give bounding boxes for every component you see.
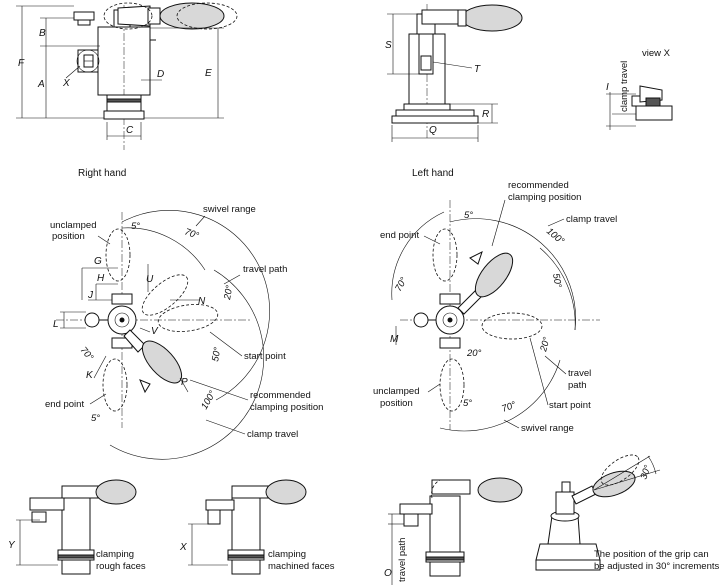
left-recommended-2: clamping position xyxy=(508,192,581,203)
travel-path-vertical-label: travel path xyxy=(397,538,408,582)
dim-F: F xyxy=(18,58,25,69)
left-angle-100: 100° xyxy=(544,226,566,247)
dim-P: P xyxy=(181,377,188,388)
left-angle-20-bottom: 20° xyxy=(466,348,482,359)
left-end-point: end point xyxy=(380,230,419,241)
grip-handle xyxy=(159,2,225,30)
dim-B: B xyxy=(39,28,46,39)
grip-angle-30: 30° xyxy=(638,464,653,481)
dim-C: C xyxy=(126,125,134,136)
dim-M: M xyxy=(390,334,399,345)
left-travel-path-2: path xyxy=(568,380,587,391)
right-swivel-range: swivel range xyxy=(203,204,256,215)
machined-faces-label-1: clamping xyxy=(268,549,306,560)
rough-faces-label-1: clamping xyxy=(96,549,134,560)
dim-O: O xyxy=(384,568,392,579)
left-hand-title: Left hand xyxy=(412,168,454,179)
left-angle-5-top: 5° xyxy=(464,210,473,221)
front-view: S T R Q xyxy=(385,4,523,142)
right-hand-view: Right hand xyxy=(45,168,323,460)
machined-faces-view: X clamping machined faces xyxy=(179,479,335,575)
right-angle-5-top: 5° xyxy=(131,221,140,232)
right-angle-70-left: 70° xyxy=(78,345,96,363)
grip-note-line-2: be adjusted in 30° increments xyxy=(594,561,720,572)
view-x-title: view X xyxy=(642,48,671,59)
view-x-clamp-travel: clamp travel xyxy=(619,61,630,112)
left-angle-50: 50° xyxy=(550,273,563,289)
left-clamp-travel: clamp travel xyxy=(566,214,617,225)
left-travel-path-1: travel xyxy=(568,368,591,379)
left-hand-view: Left hand M recommended clamping positio… xyxy=(373,168,617,434)
dim-E: E xyxy=(205,68,212,79)
dim-A: A xyxy=(37,79,45,90)
dim-T: T xyxy=(474,64,481,75)
right-angle-70-top: 70° xyxy=(183,226,200,241)
right-angle-5-bottom: 5° xyxy=(91,413,100,424)
dim-X-bottom: X xyxy=(179,542,187,553)
machined-faces-label-2: machined faces xyxy=(268,561,335,572)
left-angle-20-right: 20° xyxy=(538,336,553,354)
dim-K: K xyxy=(86,370,94,381)
dim-D: D xyxy=(157,69,164,80)
grip-adjust-perspective: 30° The position of the grip can be adju… xyxy=(535,454,720,572)
travel-path-view: O travel path xyxy=(384,477,523,585)
dim-U: U xyxy=(146,274,154,285)
left-swivel-range: swivel range xyxy=(521,423,574,434)
grip-note-line-1: The position of the grip can xyxy=(594,549,709,560)
dim-X: X xyxy=(62,78,70,89)
side-view-right-hand: F B A E C D X xyxy=(16,2,238,150)
dim-L: L xyxy=(53,319,59,330)
right-recommended-1: recommended xyxy=(250,390,311,401)
right-grip-recommended xyxy=(141,340,183,384)
left-grip-recommended xyxy=(474,252,514,298)
right-angle-50: 50° xyxy=(210,346,223,362)
clamped-workpiece xyxy=(391,115,479,124)
dim-G: G xyxy=(94,256,102,267)
right-travel-path: travel path xyxy=(243,264,287,275)
dim-V: V xyxy=(151,326,159,337)
dim-Q: Q xyxy=(429,125,437,136)
right-unclamped-2: position xyxy=(52,231,85,242)
left-unclamped-2: position xyxy=(380,398,413,409)
right-end-point: end point xyxy=(45,399,84,410)
front-grip-handle xyxy=(461,4,523,32)
dim-Y: Y xyxy=(8,540,16,551)
dim-R: R xyxy=(482,109,489,120)
left-start-point: start point xyxy=(549,400,591,411)
left-angle-70-left: 70° xyxy=(393,275,410,293)
right-unclamped-1: unclamped xyxy=(50,220,96,231)
dim-N: N xyxy=(198,296,206,307)
view-x-detail: view X I clamp travel xyxy=(606,48,673,130)
right-recommended-2: clamping position xyxy=(250,402,323,413)
left-angle-5-bottom: 5° xyxy=(463,398,472,409)
right-start-point: start point xyxy=(244,351,286,362)
dim-J: J xyxy=(87,290,94,301)
left-angle-70-bottom: 70° xyxy=(500,400,517,415)
right-angle-100: 100° xyxy=(199,389,218,412)
right-clamp-travel: clamp travel xyxy=(247,429,298,440)
dim-H: H xyxy=(97,273,105,284)
rough-faces-view: Y clamping rough faces xyxy=(8,479,146,575)
rough-faces-label-2: rough faces xyxy=(96,561,146,572)
right-hand-title: Right hand xyxy=(78,168,126,179)
dim-S: S xyxy=(385,40,392,51)
left-unclamped-1: unclamped xyxy=(373,386,419,397)
right-angle-20: 20° xyxy=(222,284,236,301)
left-recommended-1: recommended xyxy=(508,180,569,191)
dim-I: I xyxy=(606,82,609,93)
